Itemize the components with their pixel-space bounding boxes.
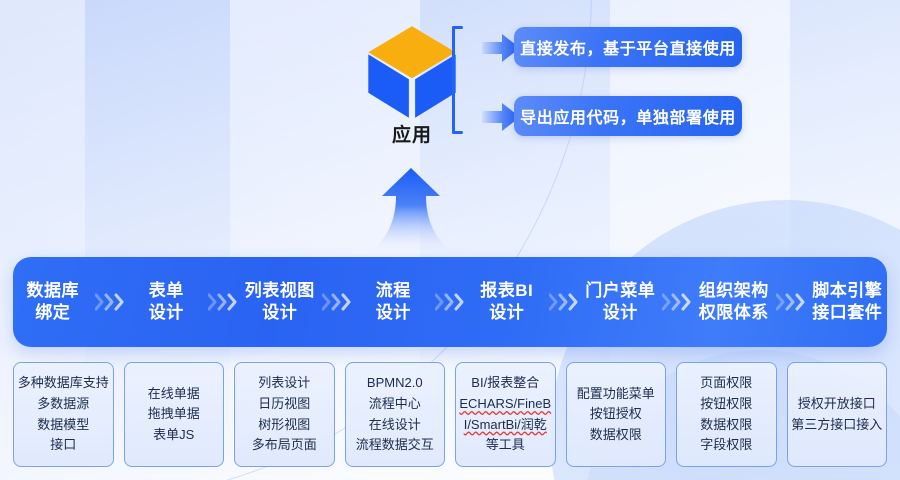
stage-label: 表单 设计 xyxy=(148,281,184,322)
output-callout-label: 导出应用代码，单独部署使用 xyxy=(520,110,736,127)
detail-card-database-binding[interactable]: 多种数据库支持 多数据源 数据模型 接口 xyxy=(13,362,114,467)
detail-card-script-engine-api-suite[interactable]: 授权开放接口 第三方接口接入 xyxy=(786,362,887,467)
arrow-right-icon xyxy=(480,31,522,65)
stage-label: 脚本引擎 接口套件 xyxy=(812,281,883,322)
detail-card-portal-menu-design[interactable]: 配置功能菜单 按钮授权 数据权限 xyxy=(565,362,666,467)
output-callout-publish[interactable]: 直接发布，基于平台直接使用 xyxy=(514,27,742,67)
cube-icon xyxy=(368,26,456,118)
chevrons-right-icon xyxy=(93,257,127,347)
stage-label: 流程 设计 xyxy=(375,281,411,322)
detail-line: 流程数据交互 xyxy=(355,437,434,453)
detail-line: 在线设计 xyxy=(368,416,421,432)
arrow-up-icon xyxy=(356,166,466,258)
chevrons-right-icon xyxy=(774,257,808,347)
detail-line: 在线单据 xyxy=(147,385,200,401)
detail-line: 配置功能菜单 xyxy=(576,385,655,401)
stage-label: 门户菜单 设计 xyxy=(585,281,656,322)
detail-card-process-design[interactable]: BPMN2.0 流程中心 在线设计 流程数据交互 xyxy=(344,362,445,467)
chevrons-right-icon xyxy=(206,257,240,347)
detail-line: ECHARS/FineB xyxy=(459,395,552,411)
stage-label: 列表视图 设计 xyxy=(244,281,315,322)
detail-line: 页面权限 xyxy=(700,375,753,391)
stage-label: 报表BI 设计 xyxy=(480,281,534,322)
detail-line: 多种数据库支持 xyxy=(17,375,109,391)
detail-line: 字段权限 xyxy=(700,437,753,453)
detail-line: 按钮授权 xyxy=(589,406,642,422)
stage-item-portal-menu-design[interactable]: 门户菜单 设计 xyxy=(581,257,661,347)
stage-item-process-design[interactable]: 流程 设计 xyxy=(354,257,434,347)
detail-card-org-permission-system[interactable]: 页面权限 按钮权限 数据权限 字段权限 xyxy=(676,362,777,467)
stage-item-database-binding[interactable]: 数据库 绑定 xyxy=(13,257,93,347)
application-label: 应用 xyxy=(391,125,432,146)
detail-line: I/SmartBi/润乾 xyxy=(463,416,547,432)
detail-card-form-design[interactable]: 在线单据 拖拽单据 表单JS xyxy=(123,362,224,467)
stage-label: 数据库 绑定 xyxy=(26,281,79,322)
detail-card-report-bi-design[interactable]: BI/报表整合 ECHARS/FineB I/SmartBi/润乾 等工具 xyxy=(455,362,556,467)
output-callout-label: 直接发布，基于平台直接使用 xyxy=(520,41,736,58)
stage-item-list-view-design[interactable]: 列表视图 设计 xyxy=(240,257,320,347)
detail-line: 接口 xyxy=(50,437,77,453)
chevrons-right-icon xyxy=(320,257,354,347)
detail-line: 数据权限 xyxy=(589,426,642,442)
output-callout-export[interactable]: 导出应用代码，单独部署使用 xyxy=(514,96,742,136)
detail-line: BI/报表整合 xyxy=(471,375,540,391)
detail-line: 多数据源 xyxy=(37,395,90,411)
detail-line: 等工具 xyxy=(485,437,525,453)
detail-line: 列表设计 xyxy=(258,375,311,391)
chevrons-right-icon xyxy=(433,257,467,347)
detail-line: 表单JS xyxy=(153,426,195,442)
detail-line: 流程中心 xyxy=(368,395,421,411)
detail-line: BPMN2.0 xyxy=(366,375,423,391)
detail-line: 树形视图 xyxy=(258,416,311,432)
detail-line: 第三方接口接入 xyxy=(791,416,883,432)
stage-item-script-engine-api-suite[interactable]: 脚本引擎 接口套件 xyxy=(808,257,888,347)
stage-detail-cards: 多种数据库支持 多数据源 数据模型 接口 在线单据 拖拽单据 表单JS 列表设计… xyxy=(13,362,887,467)
bracket-icon xyxy=(452,26,466,134)
arrow-right-icon xyxy=(480,100,522,134)
stage-item-report-bi-design[interactable]: 报表BI 设计 xyxy=(467,257,547,347)
detail-line: 数据权限 xyxy=(700,416,753,432)
stage-item-form-design[interactable]: 表单 设计 xyxy=(127,257,207,347)
stage-item-org-permission-system[interactable]: 组织架构 权限体系 xyxy=(694,257,774,347)
stage-label: 组织架构 权限体系 xyxy=(698,281,769,322)
detail-line: 数据模型 xyxy=(37,416,90,432)
detail-line: 按钮权限 xyxy=(700,395,753,411)
application-node: 应用 xyxy=(352,20,472,145)
detail-line: 拖拽单据 xyxy=(147,406,200,422)
detail-line: 日历视图 xyxy=(258,395,311,411)
chevrons-right-icon xyxy=(547,257,581,347)
detail-line: 多布局页面 xyxy=(251,437,317,453)
detail-line: 授权开放接口 xyxy=(797,395,876,411)
chevrons-right-icon xyxy=(660,257,694,347)
detail-card-list-view-design[interactable]: 列表设计 日历视图 树形视图 多布局页面 xyxy=(234,362,335,467)
capability-stage-bar: 数据库 绑定 表单 设计 列表视图 设计 流程 设计 报表BI 设计 xyxy=(13,257,887,347)
